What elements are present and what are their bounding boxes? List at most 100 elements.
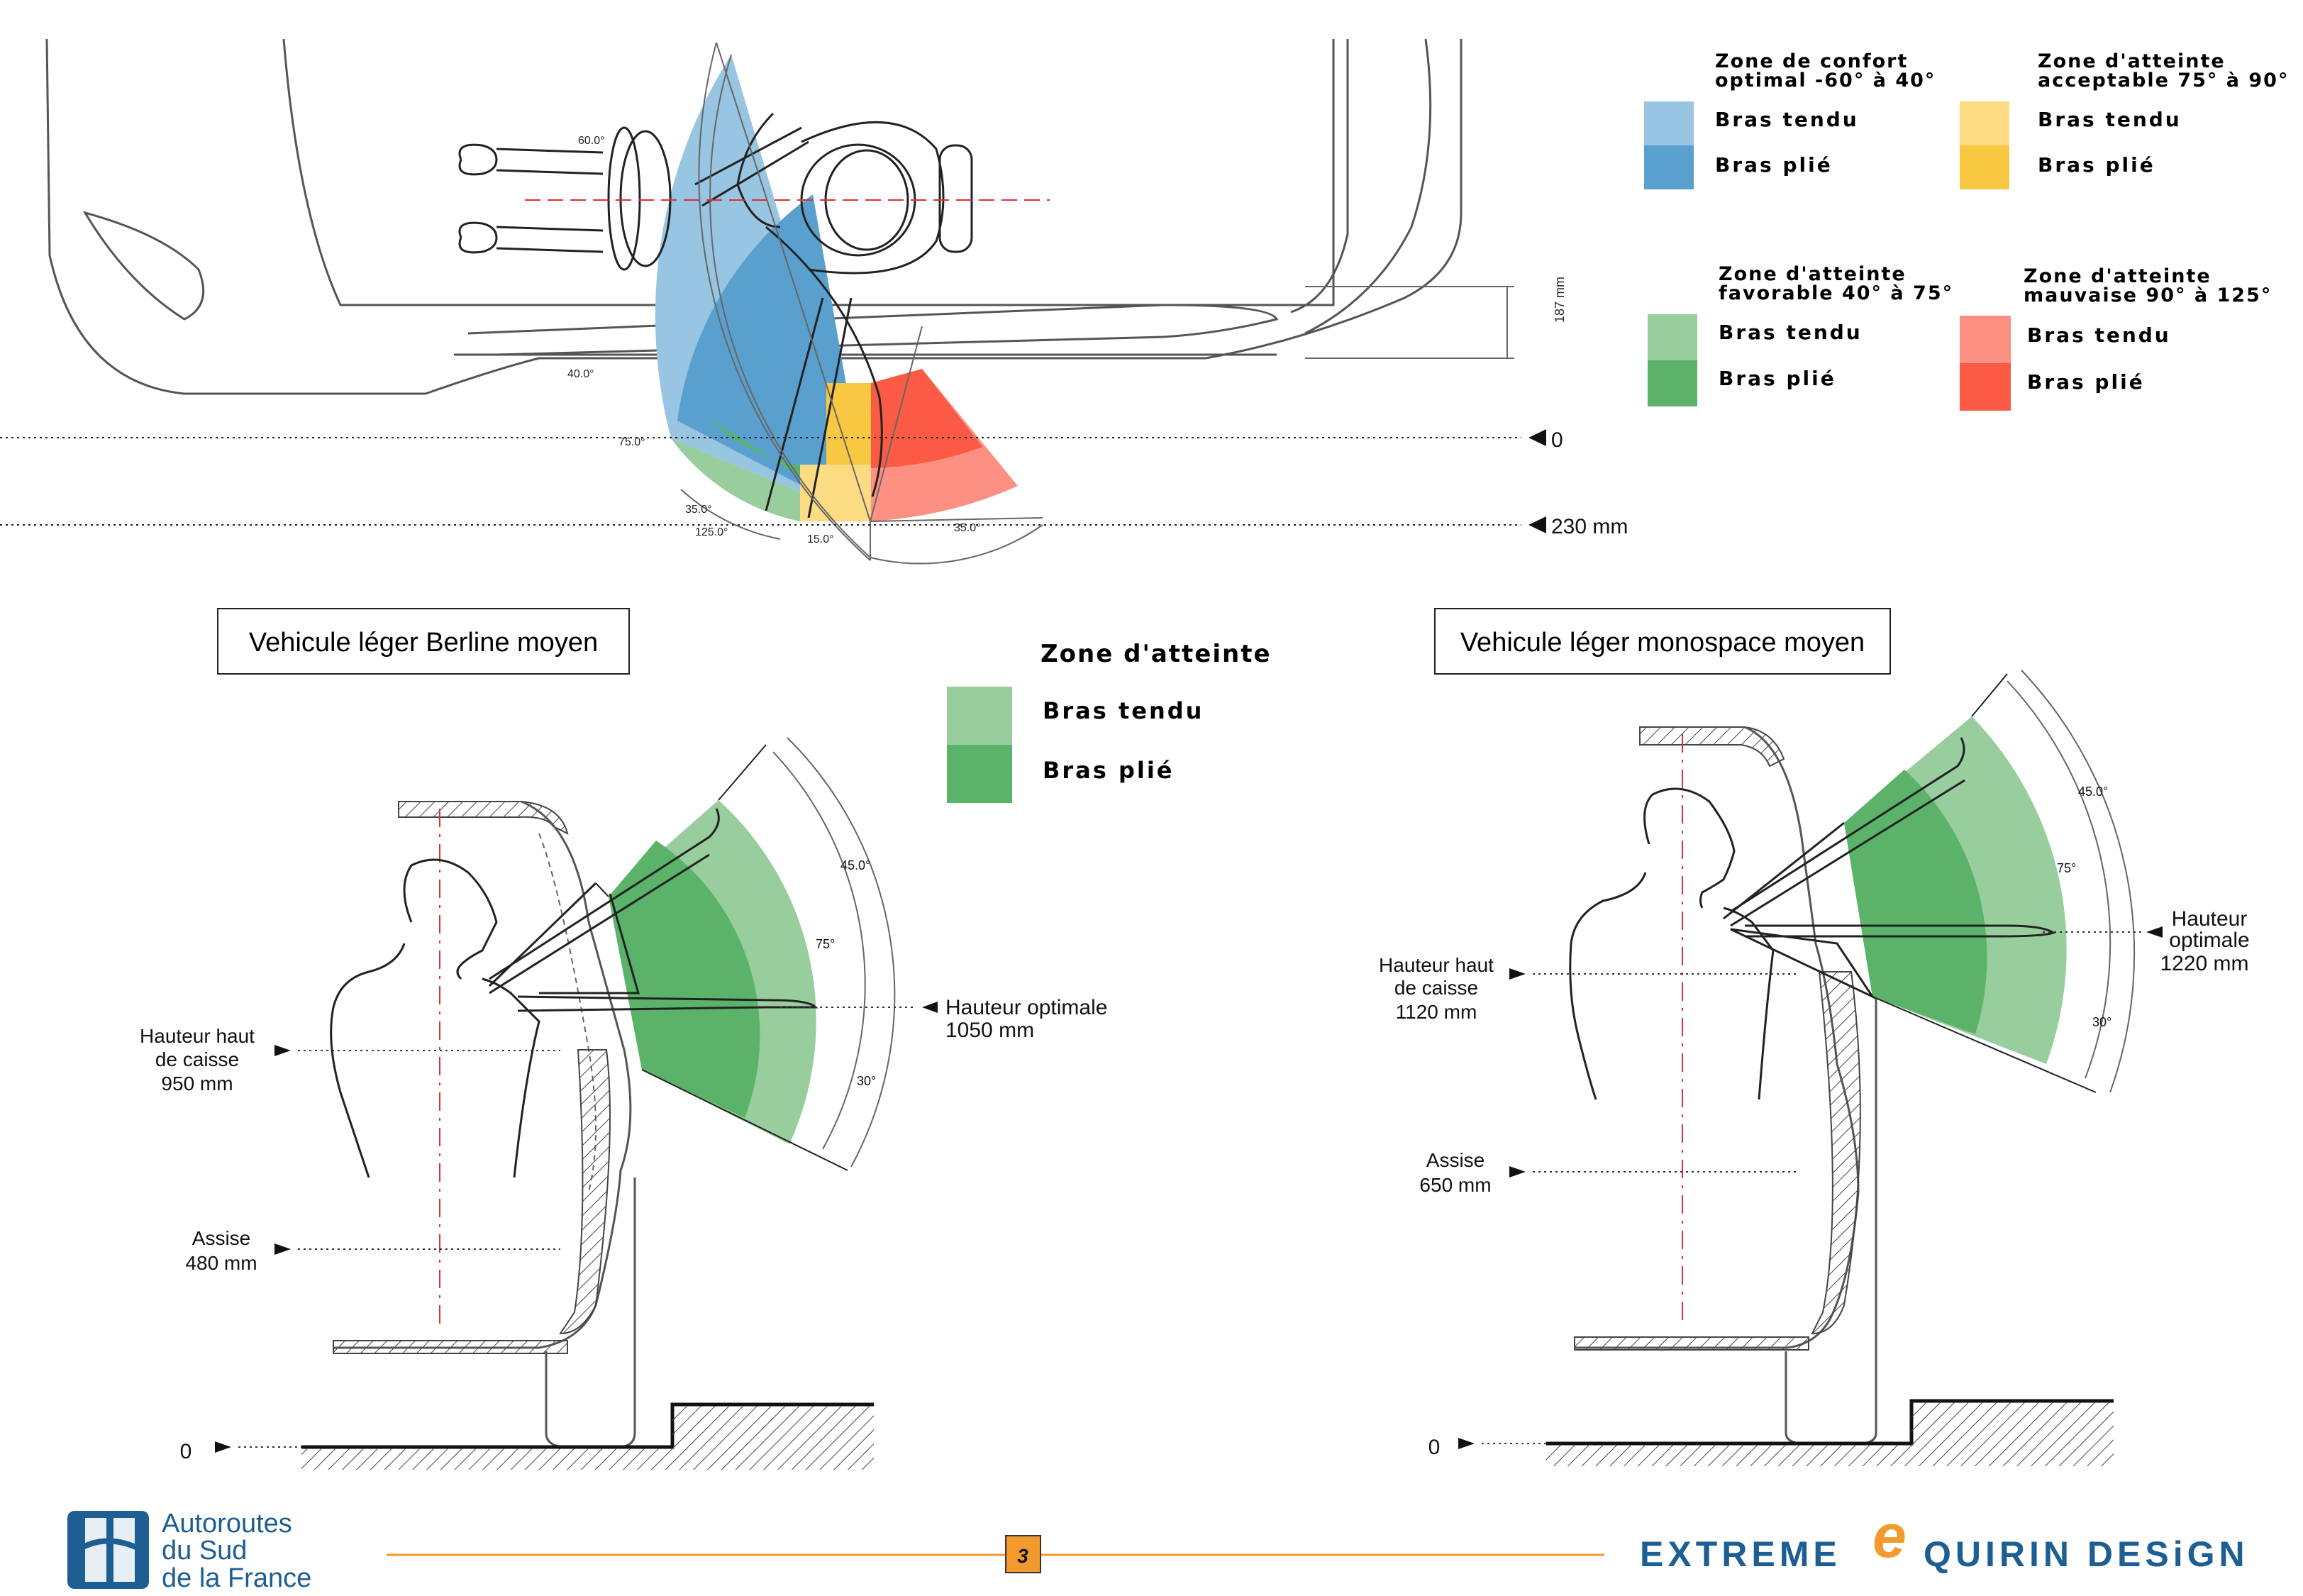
svg-text:Bras tendu: Bras tendu [1715, 108, 1859, 131]
svg-text:Zone d'atteinte: Zone d'atteinte [1719, 263, 1907, 285]
angle-label-40: 40.0° [567, 368, 594, 380]
svg-text:30°: 30° [857, 1074, 876, 1088]
svg-text:de caisse: de caisse [155, 1048, 239, 1070]
swatch-favorable-extended [1648, 314, 1697, 360]
svg-text:Zone d'atteinte: Zone d'atteinte [2038, 50, 2226, 72]
svg-text:30°: 30° [2092, 1015, 2111, 1029]
svg-text:optimal -60° à 40°: optimal -60° à 40° [1715, 70, 1936, 92]
legend-mid-tendu: Bras tendu [1043, 697, 1204, 724]
svg-text:acceptable 75° à 90°: acceptable 75° à 90° [2038, 70, 2289, 92]
svg-text:de la France: de la France [162, 1563, 311, 1593]
berline-floor [333, 1340, 568, 1354]
svg-text:950 mm: 950 mm [161, 1073, 233, 1095]
svg-text:Assise: Assise [192, 1227, 250, 1249]
monospace-zone-folded [1844, 770, 1987, 1034]
top-angle-labels: 60.0° 40.0° 75.0° 35.0° 125.0° 15.0° 35.… [567, 135, 981, 545]
svg-text:0: 0 [1428, 1436, 1441, 1459]
berline-door-hatch [559, 1049, 611, 1335]
zone-acceptable-extended-rect [800, 465, 871, 521]
svg-text:Bras plié: Bras plié [1719, 367, 1836, 390]
legend-comfort-zone: Zone de confort optimal -60° à 40° Bras … [1644, 50, 1936, 189]
berline-title-box [217, 608, 630, 675]
svg-text:Hauteur haut: Hauteur haut [140, 1025, 255, 1047]
svg-text:EXTREME: EXTREME [1640, 1534, 1841, 1574]
dimension-187-label: 187 mm [1553, 277, 1567, 323]
angle-label-15: 15.0° [807, 533, 834, 545]
swatch-mid-extended [947, 687, 1012, 745]
swatch-bad-extended [1960, 316, 2011, 363]
svg-text:Bras plié: Bras plié [2027, 370, 2145, 394]
svg-text:1050 mm: 1050 mm [945, 1019, 1034, 1042]
swatch-acceptable-extended [1960, 101, 2009, 145]
swatch-comfort-extended [1644, 101, 1694, 145]
monospace-title: Vehicule léger monospace moyen [1460, 628, 1865, 658]
svg-text:Bras plié: Bras plié [2038, 153, 2155, 177]
swatch-favorable-folded [1648, 360, 1697, 406]
swatch-acceptable-folded [1960, 145, 2009, 189]
legend-bad-zone: Zone d'atteinte mauvaise 90° à 125° Bras… [1960, 265, 2272, 411]
svg-text:1120 mm: 1120 mm [1396, 1001, 1477, 1023]
monospace-door-hatch [1811, 971, 1861, 1335]
swatch-bad-folded [1960, 363, 2011, 411]
svg-text:Zone d'atteinte: Zone d'atteinte [2024, 265, 2212, 287]
footer: Autoroutes du Sud de la France 3 EXTREME… [67, 1502, 2249, 1593]
top-view-diagram: 60.0° 40.0° 75.0° 35.0° 125.0° 15.0° 35.… [0, 38, 1628, 565]
monospace-roof [1639, 726, 1785, 767]
svg-text:mauvaise 90° à 125°: mauvaise 90° à 125° [2024, 284, 2272, 306]
svg-text:Assise: Assise [1426, 1149, 1485, 1171]
level-zero-label: 0 [1551, 428, 1563, 452]
dimension-187: 187 mm [1305, 277, 1567, 359]
legend-mid: Zone d'atteinte Bras tendu Bras plié [947, 640, 1272, 803]
svg-text:Hauteur haut: Hauteur haut [1379, 954, 1494, 976]
svg-text:480 mm: 480 mm [185, 1252, 257, 1274]
svg-text:650 mm: 650 mm [1419, 1174, 1491, 1196]
legend-mid-plie: Bras plié [1043, 757, 1175, 784]
svg-text:Bras plié: Bras plié [1715, 153, 1833, 177]
svg-text:Hauteur: Hauteur [2172, 907, 2248, 931]
level-lines-top: 0 230 mm [0, 428, 1628, 538]
angle-label-125: 125.0° [695, 526, 728, 538]
page-number: 3 [1017, 1545, 1028, 1567]
svg-text:45.0°: 45.0° [840, 858, 870, 872]
svg-text:Autoroutes: Autoroutes [162, 1509, 292, 1539]
swatch-mid-folded [947, 745, 1012, 803]
asf-logo: Autoroutes du Sud de la France [67, 1509, 311, 1593]
legend-acceptable-zone: Zone d'atteinte acceptable 75° à 90° Bra… [1960, 50, 2289, 189]
extreme-quirin-logo: EXTREME e QUIRIN DESiGN [1640, 1502, 2249, 1574]
level-230-label: 230 mm [1551, 515, 1628, 538]
berline-zone-folded [609, 841, 760, 1118]
svg-text:0: 0 [180, 1440, 192, 1463]
page-number-box [1005, 1535, 1041, 1573]
monospace-person [1569, 737, 2056, 1100]
monospace-floor [1574, 1336, 1809, 1351]
angle-label-75: 75.0° [618, 436, 645, 448]
zone-bad-folded [871, 369, 982, 468]
svg-text:Bras tendu: Bras tendu [2027, 323, 2171, 347]
svg-text:1220 mm: 1220 mm [2160, 952, 2248, 975]
svg-text:du Sud: du Sud [162, 1536, 247, 1565]
berline-roof [398, 801, 569, 835]
legend-top: Zone de confort optimal -60° à 40° Bras … [1644, 50, 2289, 411]
brand-e-mark: e [1872, 1502, 1907, 1570]
berline-pillar [333, 800, 632, 1349]
svg-text:QUIRIN DESiGN: QUIRIN DESiGN [1924, 1534, 2249, 1574]
berline-diagram: Vehicule léger Berline moyen [140, 608, 1107, 1470]
legend-favorable-zone: Zone d'atteinte favorable 40° à 75° Bras… [1648, 263, 1953, 406]
svg-text:75°: 75° [2057, 861, 2076, 875]
angle-label-35a: 35.0° [685, 504, 712, 516]
top-fan-guides [680, 42, 1043, 565]
angle-label-35b: 35.0° [954, 522, 981, 534]
top-reach-fan [655, 55, 1018, 521]
zone-comfort-folded [677, 194, 870, 521]
zone-acceptable-folded-rect [826, 383, 871, 465]
monospace-title-box [1434, 608, 1891, 675]
monospace-diagram: Vehicule léger monospace moyen Hauteur [1379, 608, 2250, 1466]
svg-text:favorable 40° à 75°: favorable 40° à 75° [1719, 282, 1953, 304]
svg-text:Zone de confort: Zone de confort [1715, 50, 1908, 72]
svg-text:45.0°: 45.0° [2078, 785, 2108, 799]
legend-mid-title: Zone d'atteinte [1040, 640, 1272, 668]
swatch-comfort-folded [1644, 145, 1694, 189]
berline-labels: Hauteur haut de caisse 950 mm Assise 480… [140, 858, 1107, 1463]
angle-label-60: 60.0° [578, 135, 605, 147]
